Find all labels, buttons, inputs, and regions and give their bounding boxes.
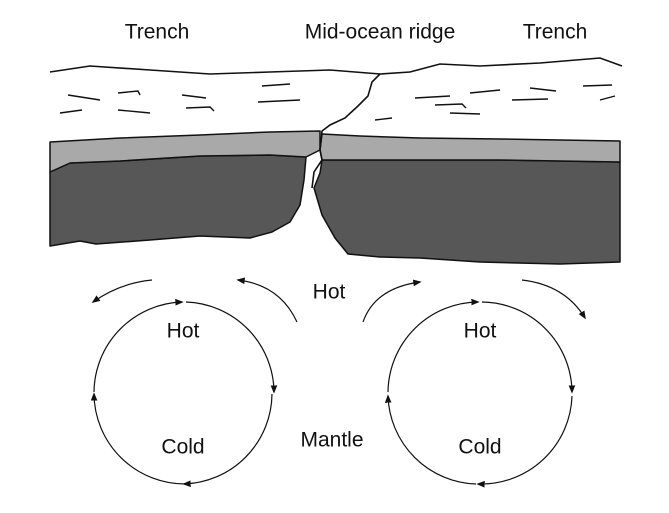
left-cell-arc-left [90, 392, 187, 485]
right-crust-layer [319, 133, 621, 163]
flow-arrow-right-outer [521, 279, 586, 320]
hot-right-label: Hot [463, 319, 497, 343]
trench-left-label: Trench [124, 20, 190, 44]
left-cell-arc-top-right [185, 301, 278, 394]
water-wave-marks [59, 83, 616, 121]
right-cell-arc-top-left [387, 298, 480, 393]
mantle-label: Mantle [300, 428, 364, 452]
flow-arrow-left-inner [236, 277, 298, 323]
right-lithosphere [313, 159, 621, 265]
hot-left-label: Hot [166, 319, 200, 343]
ocean-surface-right [379, 57, 623, 75]
flow-arrow-left-outer [91, 279, 153, 303]
flow-arrow-right-inner [362, 279, 422, 323]
mid-ocean-ridge-label: Mid-ocean ridge [304, 20, 456, 44]
flow-arrows [91, 277, 586, 323]
left-crust-layer [49, 130, 321, 173]
left-convection-cell [90, 298, 278, 488]
right-cell-arc-bottom-right [476, 395, 573, 488]
right-cell-arc-top-right [481, 301, 576, 394]
right-cell-arc-bottom-left [384, 394, 477, 485]
cold-left-label: Cold [161, 435, 205, 459]
ocean-surface-left [49, 65, 381, 75]
hot-center-label: Hot [312, 280, 346, 304]
left-lithosphere [49, 154, 307, 247]
right-convection-cell [384, 298, 576, 488]
left-cell-arc-top-left [93, 298, 184, 393]
trench-right-label: Trench [522, 20, 588, 44]
ridge-crack [311, 73, 381, 189]
cold-right-label: Cold [458, 435, 502, 459]
left-cell-arc-bottom [182, 393, 273, 488]
